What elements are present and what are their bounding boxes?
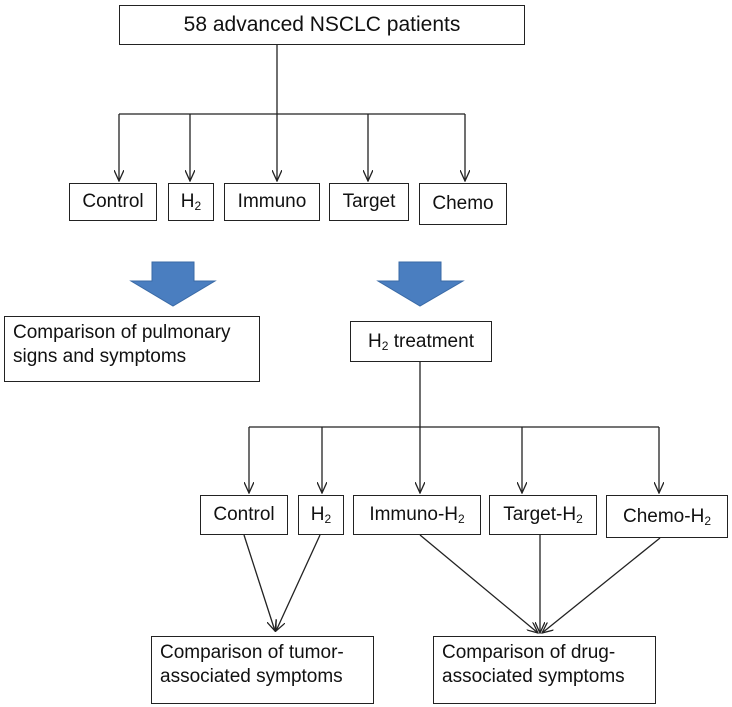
group-immuno-box: Immuno xyxy=(224,183,320,221)
drug-line-2: associated symptoms xyxy=(442,666,625,687)
group-h2-box: H2 xyxy=(168,183,214,221)
group-immuno-label: Immuno xyxy=(237,191,307,212)
subgroup-h2-label: H2 xyxy=(310,504,332,526)
group-chemo-box: Chemo xyxy=(419,183,507,225)
subgroup-h2-box: H2 xyxy=(298,495,344,535)
group-target-box: Target xyxy=(329,183,409,221)
subgroup-chemo-h2-box: Chemo-H2 xyxy=(606,495,728,538)
subgroup-immuno-h2-box: Immuno-H2 xyxy=(353,495,481,535)
group-chemo-label: Chemo xyxy=(432,193,494,214)
pulmonary-line-1: Comparison of pulmonary xyxy=(13,322,231,343)
group-target-label: Target xyxy=(342,191,396,212)
patients-box: 58 advanced NSCLC patients xyxy=(119,5,525,45)
converge-control-tumor xyxy=(243,534,275,631)
block-arrow-right xyxy=(376,261,465,307)
h2-treatment-box: H2 treatment xyxy=(350,321,492,362)
h2-treatment-label: H2 treatment xyxy=(368,330,474,353)
group-control-label: Control xyxy=(82,191,144,212)
subgroup-control-box: Control xyxy=(200,495,288,535)
converge-h2-tumor xyxy=(276,534,321,631)
converge-chemo-drug xyxy=(542,537,661,633)
subgroup-target-h2-box: Target-H2 xyxy=(489,495,597,535)
subgroup-immuno-h2-label: Immuno-H2 xyxy=(369,504,465,526)
tumor-comparison-box: Comparison of tumor- associated symptoms xyxy=(151,636,374,704)
group-control-box: Control xyxy=(69,183,157,221)
drug-line-1: Comparison of drug- xyxy=(442,642,616,663)
group-h2-label: H2 xyxy=(180,191,202,213)
pulmonary-comparison-box: Comparison of pulmonary signs and sympto… xyxy=(4,316,260,382)
drug-comparison-box: Comparison of drug- associated symptoms xyxy=(433,636,656,704)
subgroup-target-h2-label: Target-H2 xyxy=(503,504,583,526)
tumor-line-1: Comparison of tumor- xyxy=(160,642,344,663)
patients-label: 58 advanced NSCLC patients xyxy=(183,13,461,36)
block-arrow-left xyxy=(129,261,217,307)
pulmonary-line-2: signs and symptoms xyxy=(13,346,187,367)
converge-immuno-drug xyxy=(419,534,538,633)
subgroup-chemo-h2-label: Chemo-H2 xyxy=(623,505,711,528)
tumor-line-2: associated symptoms xyxy=(160,666,343,687)
subgroup-control-label: Control xyxy=(213,504,275,525)
